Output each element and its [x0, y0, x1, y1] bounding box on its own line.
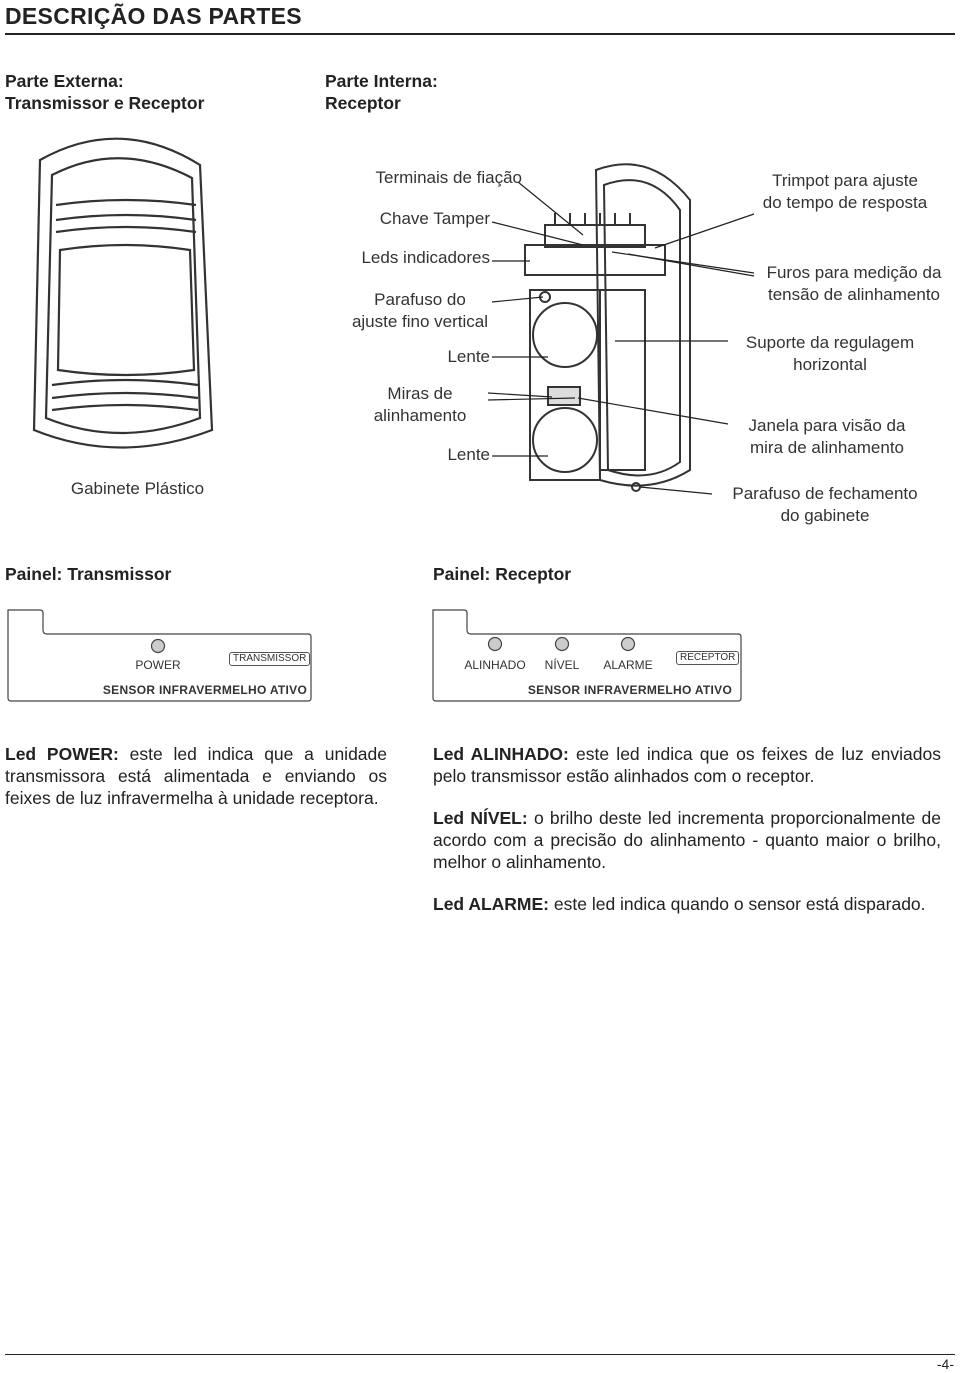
internal-receiver-drawing: [524, 163, 691, 492]
label-leds: Leds indicadores: [361, 248, 490, 267]
page-number: -4-: [936, 1356, 954, 1372]
desc-alinhado-term: Led ALINHADO:: [433, 744, 569, 764]
label-miras-line1: Miras de: [387, 384, 453, 403]
label-terminais: Terminais de fiação: [375, 168, 522, 187]
tx-sensor-label: SENSOR INFRAVERMELHO ATIVO: [102, 683, 308, 697]
label-trimpot-line2: do tempo de resposta: [762, 193, 928, 212]
page-title: DESCRIÇÃO DAS PARTES: [5, 3, 302, 29]
led-alarme-label: ALARME: [603, 658, 653, 672]
desc-power-term: Led POWER:: [5, 744, 119, 764]
desc-power: Led POWER: este led indica que a unidade…: [5, 743, 387, 809]
label-miras: Miras de alinhamento: [365, 383, 475, 427]
led-power-label: POWER: [135, 658, 181, 672]
internal-header-line1: Parte Interna:: [325, 71, 438, 91]
rx-sensor-label: SENSOR INFRAVERMELHO ATIVO: [527, 683, 733, 697]
desc-nivel-text: o brilho deste led incrementa proporcion…: [433, 808, 942, 872]
footer-divider: [5, 1354, 955, 1355]
label-gabinete: Gabinete Plástico: [70, 479, 205, 498]
external-header: Parte Externa: Transmissor e Receptor: [5, 70, 204, 114]
desc-power-text: este led indica que a unidade transmisso…: [5, 744, 387, 808]
transmissor-box-label: TRANSMISSOR: [229, 652, 311, 666]
desc-alarme: Led ALARME: este led indica quando o sen…: [433, 893, 941, 915]
panel-receptor-title: Painel: Receptor: [433, 564, 572, 584]
label-suporte-line1: Suporte da regulagem: [745, 333, 915, 352]
desc-nivel: Led NÍVEL: o brilho deste led incrementa…: [433, 807, 941, 873]
label-janela-line2: mira de alinhamento: [749, 438, 905, 457]
transmitter-panel-drawing: [7, 609, 312, 702]
label-lente-bottom: Lente: [447, 445, 490, 464]
external-header-line1: Parte Externa:: [5, 71, 124, 91]
external-header-line2: Transmissor e Receptor: [5, 93, 205, 113]
title-divider: [5, 33, 955, 35]
label-miras-line2: alinhamento: [373, 406, 467, 425]
label-furos-line1: Furos para medição da: [766, 263, 942, 282]
receptor-box-label: RECEPTOR: [676, 651, 740, 665]
desc-alinhado: Led ALINHADO: este led indica que os fei…: [433, 743, 941, 787]
label-furos-line2: tensão de alinhamento: [767, 285, 941, 304]
desc-alarme-term: Led ALARME:: [433, 894, 550, 914]
external-housing-drawing: [32, 137, 214, 449]
label-lente-top: Lente: [447, 347, 490, 366]
leader-lines: [487, 181, 755, 495]
label-chave-tamper: Chave Tamper: [379, 209, 490, 228]
panel-transmissor-title: Painel: Transmissor: [5, 564, 172, 584]
led-nivel-label: NÍVEL: [544, 658, 580, 672]
label-trimpot: Trimpot para ajuste do tempo de resposta: [740, 170, 950, 214]
label-trimpot-line1: Trimpot para ajuste: [772, 171, 918, 190]
label-furos: Furos para medição da tensão de alinhame…: [748, 262, 960, 306]
label-suporte-line2: horizontal: [793, 355, 867, 374]
label-suporte: Suporte da regulagem horizontal: [725, 332, 935, 376]
internal-header: Parte Interna: Receptor: [325, 70, 438, 114]
label-parafuso-vertical: Parafuso do ajuste fino vertical: [335, 289, 505, 333]
desc-nivel-term: Led NÍVEL:: [433, 808, 528, 828]
label-parafuso-vertical-line2: ajuste fino vertical: [351, 312, 489, 331]
desc-alarme-text: este led indica quando o sensor está dis…: [549, 894, 926, 914]
label-parafuso-fechamento-line1: Parafuso de fechamento: [732, 484, 918, 503]
internal-header-line2: Receptor: [325, 93, 401, 113]
label-janela: Janela para visão da mira de alinhamento: [722, 415, 932, 459]
label-parafuso-vertical-line1: Parafuso do: [374, 290, 466, 309]
receiver-panel-drawing: [432, 609, 742, 702]
label-parafuso-fechamento-line2: do gabinete: [780, 506, 870, 525]
label-parafuso-fechamento: Parafuso de fechamento do gabinete: [710, 483, 940, 527]
desc-alinhado-text: este led indica que os feixes de luz env…: [433, 744, 941, 786]
led-alinhado-label: ALINHADO: [464, 658, 526, 672]
label-janela-line1: Janela para visão da: [748, 416, 906, 435]
